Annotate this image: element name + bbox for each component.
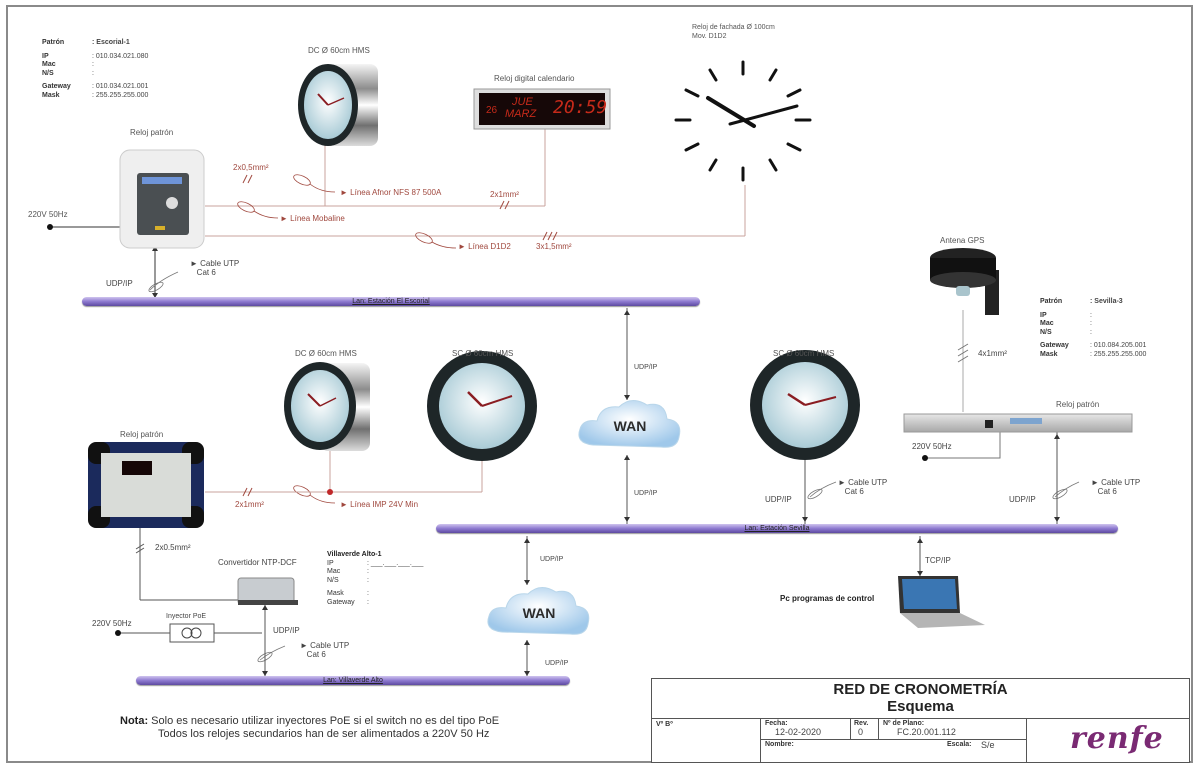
sevilla-info: Patrón: Sevilla-3 IP: Mac: N/S: Gateway:… <box>1040 298 1147 358</box>
sevilla-utp-2: ► Cable UTP Cat 6 <box>1091 478 1141 497</box>
sevilla-utp-1: ► Cable UTP Cat 6 <box>838 478 888 497</box>
lan-el-escorial: Lan: Estación El Escorial <box>82 297 700 306</box>
escorial-power-label: 220V 50Hz <box>28 210 68 219</box>
footer-note: Nota: Solo es necesario utilizar inyecto… <box>120 715 499 741</box>
master-clock-middle <box>88 442 204 528</box>
cable-3x15: 3x1,5mm² <box>536 242 572 251</box>
dc-clock-escorial <box>298 64 378 146</box>
fecha-label: Fecha: <box>765 720 788 727</box>
middle-cable: 2x1mm² <box>235 500 264 509</box>
fecha-value: 12-02-2020 <box>775 727 822 737</box>
lan-villaverde: Lan: Villaverde Alto <box>136 676 570 685</box>
line-d1d2: ► Línea D1D2 <box>458 242 511 251</box>
digital-weekday: JUE <box>512 96 533 108</box>
drawing-title: RED DE CRONOMETRÍA <box>833 681 1008 698</box>
villaverde-udp: UDP/IP <box>273 626 300 635</box>
cable-loop-icons <box>237 174 457 504</box>
lan-label: Lan: Estación El Escorial <box>352 298 430 305</box>
escala-label: Escala: <box>947 741 972 748</box>
facade-clock <box>674 60 812 182</box>
junction-dot <box>327 489 333 495</box>
drawing-subtitle: Esquema <box>887 698 954 715</box>
dc-clock-middle <box>284 362 370 451</box>
sevilla-udp-1: UDP/IP <box>765 495 792 504</box>
villaverde-wires <box>118 528 262 634</box>
line-mobaline: ► Línea Mobaline <box>280 214 345 223</box>
villaverde-cable: 2x0.5mm² <box>155 543 191 552</box>
lan-label: Lan: Villaverde Alto <box>323 677 383 684</box>
nombre-label: Nombre: <box>765 741 794 748</box>
facade-label-1: Reloj de fachada Ø 100cm <box>692 24 775 31</box>
sc-clock-sevilla <box>750 350 860 460</box>
escorial-udp: UDP/IP <box>106 279 133 288</box>
escorial-master-label: Reloj patrón <box>130 128 174 137</box>
line-afnor: ► Línea Afnor NFS 87 500A <box>340 188 442 197</box>
injector-label: Inyector PoE <box>166 613 207 620</box>
wan-bottom-udp-1: UDP/IP <box>540 556 564 563</box>
escorial-wires <box>205 125 746 237</box>
facade-label-2: Mov. D1D2 <box>692 33 727 40</box>
pc-label: Pc programas de control <box>780 594 875 603</box>
line-imp: ► Línea IMP 24V Min <box>340 500 419 509</box>
renfe-logo: renfe <box>1070 721 1164 756</box>
ntp-dcf-converter <box>237 577 298 605</box>
sevilla-master-label: Reloj patrón <box>1056 400 1100 409</box>
villaverde-power: 220V 50Hz <box>92 619 132 628</box>
gps-antenna <box>930 248 999 315</box>
digital-clock-label: Reloj digital calendario <box>494 74 575 83</box>
middle-sc-label: SC Ø 60cm HMS <box>452 349 514 358</box>
wan-label: WAN <box>613 418 647 434</box>
master-clock-sevilla <box>903 413 1133 433</box>
title-block: RED DE CRONOMETRÍA Esquema Vº Bº Fecha: … <box>651 678 1190 763</box>
middle-master-label: Reloj patrón <box>120 430 164 439</box>
sevilla-udp-2: UDP/IP <box>1009 495 1036 504</box>
wan-cloud-bottom: WAN <box>484 582 594 644</box>
digital-calendar-clock <box>473 88 611 130</box>
middle-dc-label: DC Ø 60cm HMS <box>295 349 357 358</box>
escala-value: S/e <box>981 740 995 750</box>
wan-bottom-udp-2: UDP/IP <box>545 660 569 667</box>
escorial-info: Patrón: Escorial-1 IP: 010.034.021.080 M… <box>42 39 149 99</box>
vb-label: Vº Bº <box>656 721 673 728</box>
laptop <box>898 576 985 628</box>
master-clock-escorial <box>119 149 205 249</box>
digital-day: 26 <box>486 105 498 116</box>
tcp-label: TCP/IP <box>925 556 951 565</box>
wan-top-udp-2: UDP/IP <box>634 490 658 497</box>
rev-label: Rev. <box>854 720 869 727</box>
cable-2x1: 2x1mm² <box>490 190 519 199</box>
escorial-utp: ► Cable UTP Cat 6 <box>190 259 240 278</box>
lan-sevilla: Lan: Estación Sevilla <box>436 524 1118 533</box>
note-line-2: Todos los relojes secundarios han de ser… <box>158 728 490 740</box>
utp-loop-icons <box>148 271 1080 663</box>
converter-label: Convertidor NTP-DCF <box>218 558 297 567</box>
cable-2x05: 2x0,5mm² <box>233 163 269 172</box>
power-dot-escorial <box>47 224 53 230</box>
sevilla-sc-label: SC Ø 60cm HMS <box>773 349 835 358</box>
wan-cloud-top: WAN <box>575 395 685 457</box>
sc-clock-middle <box>427 351 537 461</box>
wan-label: WAN <box>522 605 556 621</box>
cable-marks <box>242 174 558 241</box>
note-line-1: Solo es necesario utilizar inyectores Po… <box>151 715 500 727</box>
lan-label: Lan: Estación Sevilla <box>744 525 810 532</box>
digital-month: MARZ <box>505 108 537 120</box>
villaverde-info: Villaverde Alto-1 IP: ___.___.___.___ Ma… <box>327 551 424 606</box>
villaverde-utp: ► Cable UTP Cat 6 <box>300 641 350 660</box>
escorial-dc-label: DC Ø 60cm HMS <box>308 46 370 55</box>
antenna-cable: 4x1mm² <box>978 349 1007 358</box>
sevilla-power-label: 220V 50Hz <box>912 442 952 451</box>
note-label: Nota: <box>120 715 149 727</box>
plano-value: FC.20.001.112 <box>897 727 956 737</box>
wan-top-udp-1: UDP/IP <box>634 364 658 371</box>
plano-label: Nº de Plano: <box>883 720 925 727</box>
antenna-label: Antena GPS <box>940 236 985 245</box>
digital-time: 20:59 <box>553 97 608 118</box>
rev-value: 0 <box>858 727 864 737</box>
